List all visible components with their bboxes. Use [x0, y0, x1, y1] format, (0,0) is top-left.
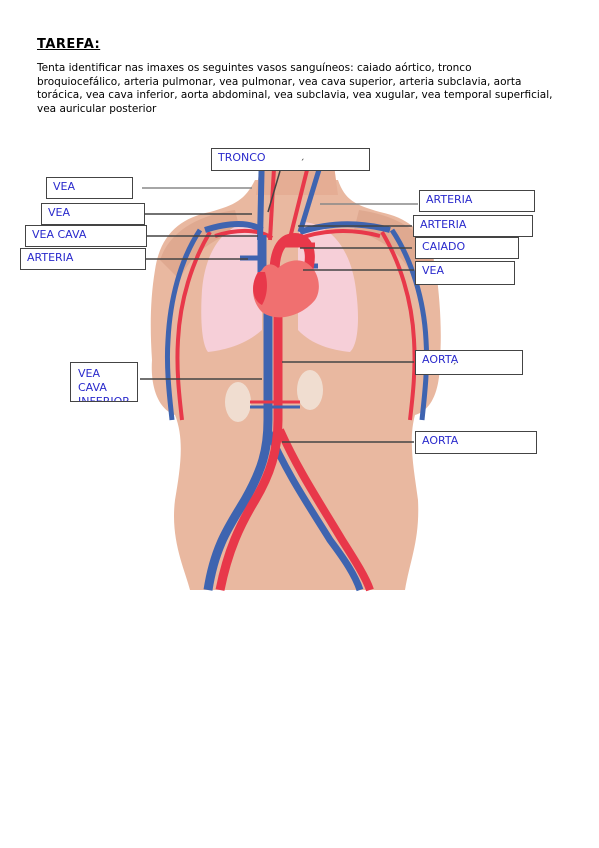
- page-title: TAREFA:: [37, 37, 101, 52]
- instructions-text: Tenta identificar nas imaxes os seguinte…: [37, 62, 553, 115]
- label-tronco[interactable]: TRONCO´: [211, 148, 370, 171]
- heart: [253, 260, 319, 318]
- label-aorta-lower[interactable]: AORTA: [415, 431, 537, 454]
- label-aorta-upper[interactable]: AORTA´: [415, 350, 523, 375]
- label-vea-top-left[interactable]: VEA: [46, 177, 133, 199]
- right-kidney: [297, 370, 323, 410]
- label-arteria-right-1[interactable]: ARTERIA: [419, 190, 535, 212]
- label-vea-cava-upper[interactable]: VEA CAVA: [25, 225, 147, 247]
- label-arteria-left[interactable]: ARTERIA: [20, 248, 146, 270]
- label-caiado[interactable]: CAIADO: [415, 237, 519, 259]
- label-arteria-right-2[interactable]: ARTERIA: [413, 215, 533, 237]
- left-lung: [201, 222, 262, 352]
- left-kidney: [225, 382, 251, 422]
- label-vea-right[interactable]: VEA: [415, 261, 515, 285]
- label-vea-cava-inferior[interactable]: VEA CAVA INFERIOR: [70, 362, 138, 402]
- label-vea-left-2[interactable]: VEA: [41, 203, 145, 225]
- aorta: [215, 280, 283, 591]
